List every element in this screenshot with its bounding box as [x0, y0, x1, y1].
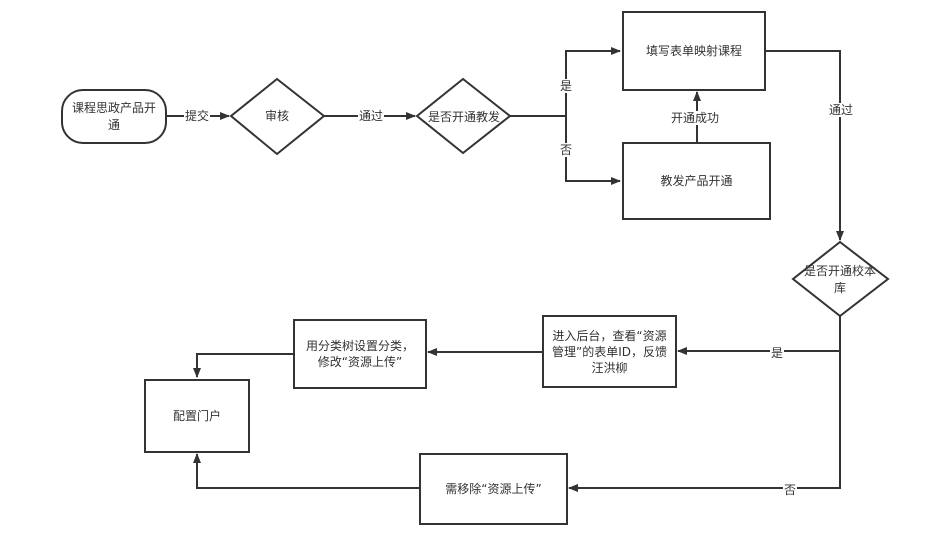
node-config-portal: 配置门户: [144, 379, 250, 453]
diamond-open-teaching: [415, 77, 512, 155]
edge-label-success: 开通成功: [669, 111, 721, 125]
node-fill-form-text: 填写表单映射课程: [645, 43, 742, 58]
node-open-library-text: 是否开通校本库: [803, 264, 876, 295]
node-remove-upload: 需移除“资源上传”: [419, 453, 568, 525]
edge-label-no1: 否: [558, 143, 574, 157]
node-fill-form: 填写表单映射课程: [622, 11, 766, 91]
edge-no1: [565, 116, 621, 185]
node-teaching-product: 教发产品开通: [622, 142, 771, 220]
edge-label-submit: 提交: [183, 109, 211, 123]
node-backend-text: 进入后台，查看“资源管理”的表单ID，反馈汪洪柳: [552, 328, 667, 375]
edge-label-yes1: 是: [558, 79, 574, 93]
edge-label-no2: 否: [782, 483, 798, 497]
node-start: 课程思政产品开通: [61, 89, 167, 144]
edge-label-yes2: 是: [769, 346, 785, 360]
node-config-portal-text: 配置门户: [172, 408, 221, 423]
node-remove-upload-text: 需移除“资源上传”: [445, 481, 542, 496]
edge-to-portal2: [193, 453, 419, 489]
edge-yes2: [677, 316, 841, 355]
diamond-review: [229, 77, 326, 156]
node-open-teaching-text: 是否开通教发: [427, 109, 500, 124]
edge-yes1: [565, 47, 621, 116]
node-category-tree-text: 用分类树设置分类，修改“资源上传”: [305, 339, 414, 369]
node-teaching-product-text: 教发产品开通: [660, 173, 733, 188]
edge-to-portal1: [193, 353, 293, 378]
edge-label-pass1: 通过: [357, 109, 385, 123]
edge-no2: [568, 351, 841, 492]
node-start-text: 课程思政产品开通: [72, 100, 157, 132]
node-backend: 进入后台，查看“资源管理”的表单ID，反馈汪洪柳: [542, 315, 677, 388]
edge-label-pass2: 通过: [827, 103, 855, 117]
node-review-text: 审核: [264, 108, 289, 123]
node-category-tree: 用分类树设置分类，修改“资源上传”: [293, 319, 427, 389]
edge-pass2: [765, 50, 844, 241]
